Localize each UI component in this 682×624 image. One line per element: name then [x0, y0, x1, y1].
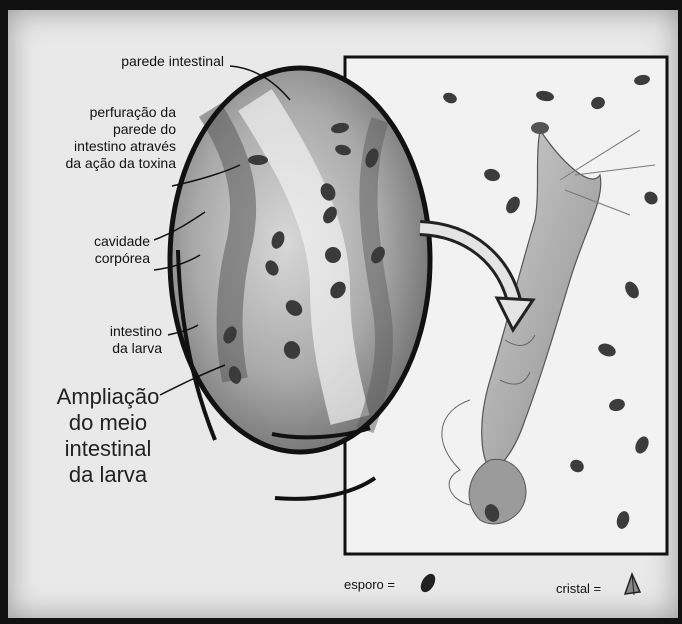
label-ampliacao-line-1: Ampliação [48, 384, 168, 410]
label-intestino-line-1: intestino [110, 323, 162, 340]
label-perfuracao-line-2: parede do [65, 121, 176, 138]
label-ampliacao-line-2: do meio [48, 410, 168, 436]
label-perfuracao: perfuração da parede do intestino atravé… [65, 104, 176, 172]
label-perfuracao-line-3: intestino através [65, 138, 176, 155]
label-cavidade-line-1: cavidade [94, 233, 150, 250]
label-ampliacao-line-3: intestinal [48, 436, 168, 462]
label-perfuracao-line-4: da ação da toxina [65, 155, 176, 172]
label-intestino-line-2: da larva [110, 340, 162, 357]
label-ampliacao-line-4: da larva [48, 462, 168, 488]
legend-esporo: esporo = [344, 577, 395, 592]
label-ampliacao: Ampliação do meio intestinal da larva [48, 384, 168, 488]
label-parede-intestinal: parede intestinal [121, 53, 224, 70]
label-intestino-larva: intestino da larva [110, 323, 162, 357]
spore-legend-icon [418, 571, 438, 594]
legend-cristal: cristal = [556, 581, 601, 596]
label-cavidade-corporea: cavidade corpórea [94, 233, 150, 267]
crystal-legend-icon [625, 574, 640, 595]
label-cavidade-line-2: corpórea [94, 250, 150, 267]
label-perfuracao-line-1: perfuração da [65, 104, 176, 121]
